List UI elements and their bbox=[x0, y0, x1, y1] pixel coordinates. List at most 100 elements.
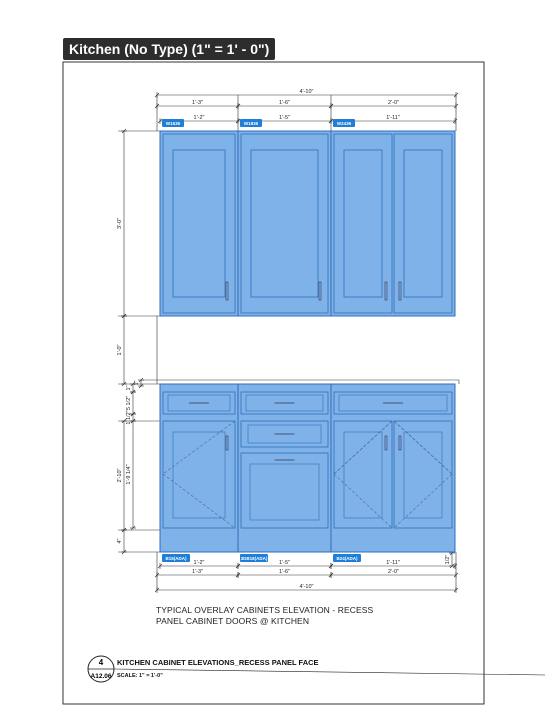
base-cabinet-tag: B24(ADA) bbox=[336, 556, 358, 561]
dim-label: 1'-9 1/4" bbox=[126, 464, 132, 484]
dim-slash bbox=[328, 572, 334, 578]
callout-scale: SCALE: 1" = 1'-0" bbox=[117, 673, 163, 679]
dim-label: 2'-10" bbox=[117, 468, 123, 482]
dim-slash bbox=[130, 525, 136, 531]
drawer-panel bbox=[245, 394, 324, 412]
door-handle bbox=[398, 281, 402, 301]
dim-label: 1'-3" bbox=[192, 100, 203, 106]
dim-label: 1'-5" bbox=[279, 115, 290, 121]
door-swing-line bbox=[162, 473, 236, 529]
door-handle bbox=[384, 281, 388, 301]
dim-slash bbox=[157, 563, 163, 569]
dim-label: 1'-0" bbox=[117, 344, 123, 355]
base-tag-bg bbox=[162, 554, 190, 562]
dim-label: 1/2" bbox=[445, 555, 451, 565]
door-handle bbox=[384, 435, 388, 451]
drawer-front bbox=[240, 452, 329, 529]
door-panel bbox=[250, 149, 319, 298]
door-swing-line bbox=[393, 420, 453, 475]
door-panel bbox=[172, 149, 226, 298]
dim-slash bbox=[235, 563, 241, 569]
dim-label: 1'-5" bbox=[279, 560, 290, 566]
dim-slash bbox=[449, 563, 455, 569]
dim-label: 4'-10" bbox=[299, 89, 313, 95]
dim-label: 1'-2" bbox=[194, 115, 205, 121]
dim-label: 1" bbox=[134, 380, 140, 385]
cabinet-door bbox=[162, 420, 236, 529]
dim-slash bbox=[157, 118, 163, 124]
dim-label: 1 1/2" bbox=[126, 410, 132, 424]
upper-cabinet-tag: W1836 bbox=[244, 121, 259, 126]
dim-label: 4" bbox=[117, 538, 123, 543]
callout-number: 4 bbox=[99, 658, 104, 667]
door-handle bbox=[318, 281, 322, 301]
note-line-2: PANEL CABINET DOORS @ KITCHEN bbox=[156, 616, 310, 626]
cabinet-door bbox=[240, 133, 329, 314]
upper-tag-bg bbox=[240, 119, 262, 127]
drawer-panel bbox=[247, 424, 322, 444]
base-tag-bg bbox=[333, 554, 361, 562]
dim-label: 1'-6" bbox=[279, 100, 290, 106]
drawer-panel bbox=[167, 394, 231, 412]
upper-cabinet bbox=[330, 130, 456, 317]
upper-tag-bg bbox=[333, 119, 355, 127]
dim-slash bbox=[138, 383, 144, 389]
dim-label: 1" bbox=[126, 385, 132, 390]
upper-cabinets bbox=[159, 130, 456, 317]
upper-tag-bg bbox=[162, 119, 184, 127]
drawer-front bbox=[240, 420, 329, 448]
door-panel bbox=[172, 431, 226, 519]
dim-label: 2'-0" bbox=[388, 569, 399, 575]
callout-title: KITCHEN CABINET ELEVATIONS_RECESS PANEL … bbox=[117, 658, 319, 667]
elevation-note: TYPICAL OVERLAY CABINETS ELEVATION - REC… bbox=[156, 605, 373, 627]
base-tag-bg bbox=[240, 554, 268, 562]
base-cabinet bbox=[237, 383, 332, 553]
callout-sheet: A12.06 bbox=[91, 673, 112, 680]
door-swing-line bbox=[333, 420, 393, 475]
upper-cabinet-tag: W2436 bbox=[337, 121, 352, 126]
door-handle bbox=[225, 435, 229, 451]
dim-label: 1'-11" bbox=[386, 115, 400, 121]
door-swing-line bbox=[333, 420, 393, 475]
base-cabinet bbox=[330, 383, 456, 553]
view-title: Kitchen (No Type) (1" = 1' - 0") bbox=[63, 38, 276, 60]
drawer-front bbox=[240, 391, 329, 415]
door-swing-line bbox=[333, 473, 393, 529]
cabinet-door bbox=[333, 133, 393, 314]
title-callout: 4 A12.06 KITCHEN CABINET ELEVATIONS_RECE… bbox=[87, 655, 546, 683]
cabinet-door bbox=[393, 420, 453, 529]
cabinet-door bbox=[333, 420, 393, 529]
dim-label: 5 1/2" bbox=[126, 396, 132, 410]
door-panel bbox=[343, 431, 383, 519]
dimension-labels: 4'-10" 1'-3" 1'-6" 2'-0" 1'-2" 1'-5" 1'-11" 1'-… bbox=[117, 89, 451, 590]
dim-slash bbox=[452, 118, 458, 124]
dim-label: 1'-3" bbox=[192, 569, 203, 575]
door-panel bbox=[403, 431, 443, 519]
dim-label: 4'-10" bbox=[299, 584, 313, 590]
door-swing-line bbox=[393, 420, 453, 475]
dim-label: 3'-0" bbox=[117, 218, 123, 229]
dim-label: 1'-2" bbox=[194, 560, 205, 566]
cabinet-door bbox=[162, 133, 236, 314]
door-handle bbox=[225, 281, 229, 301]
note-line-1: TYPICAL OVERLAY CABINETS ELEVATION - REC… bbox=[156, 605, 374, 615]
door-panel bbox=[343, 149, 383, 298]
dim-slash bbox=[130, 411, 136, 417]
upper-cabinet bbox=[237, 130, 332, 317]
base-cabinet-tag: B15(ADA) bbox=[165, 556, 187, 561]
drawer-panel bbox=[338, 394, 448, 412]
drawer-front bbox=[162, 391, 236, 415]
dimension-lines bbox=[118, 92, 460, 593]
dim-slash bbox=[328, 563, 334, 569]
door-handle bbox=[398, 435, 402, 451]
dim-label: 1'-6" bbox=[279, 569, 290, 575]
base-cabinets bbox=[159, 383, 456, 553]
door-swing-line bbox=[393, 473, 453, 529]
drawer-front bbox=[333, 391, 453, 415]
sheet-border bbox=[62, 61, 485, 705]
drawer-panel bbox=[249, 463, 320, 521]
upper-cabinet bbox=[159, 130, 239, 317]
upper-cabinet-tag: W1536 bbox=[166, 121, 181, 126]
